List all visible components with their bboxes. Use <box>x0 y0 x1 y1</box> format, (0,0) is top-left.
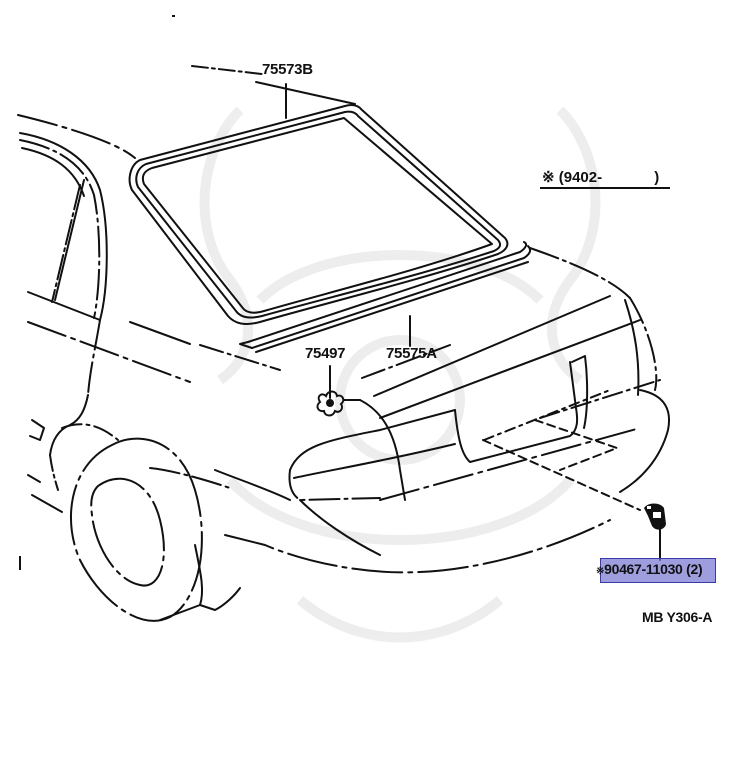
note-symbol: ※ <box>542 169 555 186</box>
callout-prefix: ※ <box>596 566 605 577</box>
clip-90467-icon <box>644 503 666 530</box>
watermark-emblem <box>199 106 601 643</box>
callout-75497[interactable]: 75497 <box>305 345 346 362</box>
note-close: ) <box>654 169 660 186</box>
diagram-code: MB Y306-A <box>642 609 713 625</box>
callout-quantity: (2) <box>686 561 703 577</box>
callout-part-number: 90467-11030 <box>604 561 683 577</box>
callout-75575A[interactable]: 75575A <box>386 345 437 362</box>
note-text: (9402- <box>558 169 603 186</box>
stray-mark <box>172 15 175 17</box>
callout-75573B[interactable]: 75573B <box>262 61 313 78</box>
stray-mark <box>19 556 21 570</box>
highlighted-part-box[interactable] <box>600 558 716 583</box>
applicability-note: ※ (9402- ) <box>542 170 659 185</box>
clip-75497-icon <box>316 390 345 417</box>
callout-90467-11030[interactable]: ※90467-11030 (2) <box>596 561 703 577</box>
